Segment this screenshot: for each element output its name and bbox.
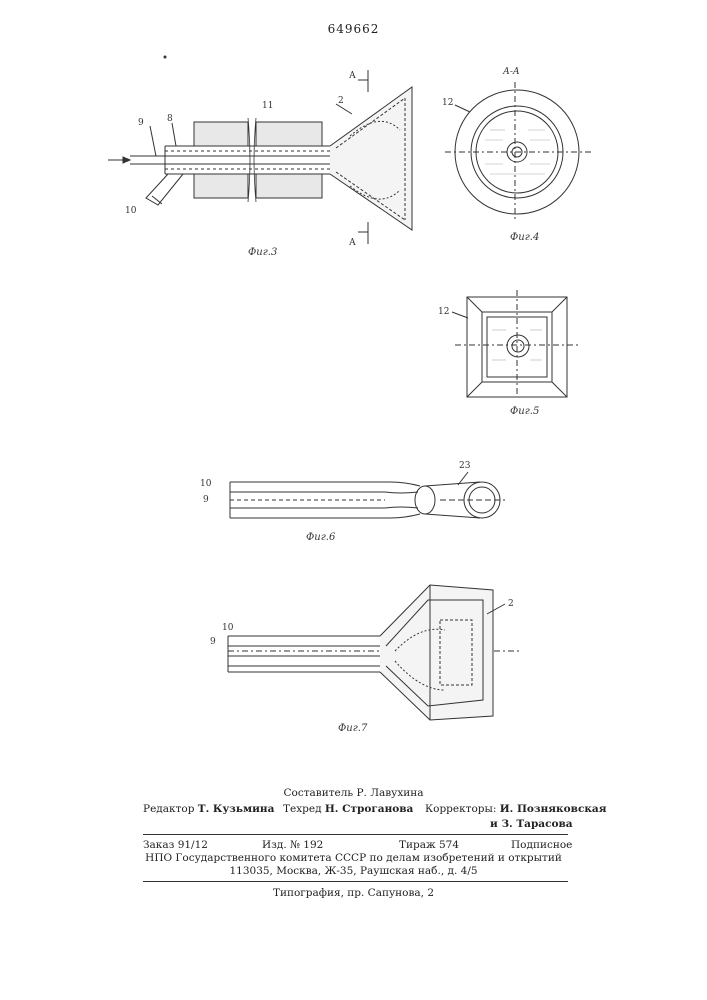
imprint-editor: Редактор Т. Кузьмина — [143, 804, 274, 815]
fig6-label-23: 23 — [459, 461, 471, 471]
figure-3: 9 8 10 11 2 А А Фиг.3 — [108, 70, 412, 258]
imprint-compiler: Составитель Р. Лавухина — [0, 788, 707, 799]
techred-name: Н. Строганова — [325, 803, 413, 815]
fig6-label-9: 9 — [203, 495, 209, 505]
figure-5: 12 Фиг.5 — [438, 290, 578, 417]
figure-6: 23 10 9 Фиг.6 — [200, 461, 505, 543]
corrector-1: И. Позняковская — [500, 803, 607, 815]
drawings: 9 8 10 11 2 А А Фиг.3 12 — [0, 0, 707, 760]
fig4-section-title: А-А — [502, 67, 520, 77]
imprint-rule-1 — [143, 834, 568, 835]
fig7-caption: Фиг.7 — [338, 723, 368, 734]
imprint-techred: Техред Н. Строганова — [283, 804, 413, 815]
techred-label: Техред — [283, 803, 322, 815]
fig3-section-a-bottom: А — [349, 238, 356, 248]
fig4-label-12: 12 — [442, 98, 453, 108]
speck — [164, 56, 167, 59]
fig7-label-2: 2 — [508, 599, 514, 609]
fig3-label-11: 11 — [262, 101, 273, 111]
fig3-label-2: 2 — [338, 96, 344, 106]
fig7-label-9: 9 — [210, 637, 216, 647]
imprint-typography: Типография, пр. Сапунова, 2 — [0, 888, 707, 899]
imprint-rule-2 — [143, 881, 568, 882]
fig3-section-a-top: А — [349, 71, 356, 81]
editor-name: Т. Кузьмина — [198, 803, 275, 815]
fig5-caption: Фиг.5 — [510, 406, 539, 417]
fig4-caption: Фиг.4 — [510, 232, 539, 243]
imprint-edition: Изд. № 192 — [262, 840, 323, 851]
fig3-label-10: 10 — [125, 206, 137, 216]
correctors-label: Корректоры: — [425, 803, 496, 815]
fig3-label-8: 8 — [167, 114, 173, 124]
editor-label: Редактор — [143, 803, 194, 815]
figure-4: 12 А-А Фиг.4 — [442, 67, 592, 243]
fig3-caption: Фиг.3 — [248, 247, 277, 258]
fig6-label-10: 10 — [200, 479, 212, 489]
imprint-print-run: Тираж 574 — [399, 840, 459, 851]
imprint-org: НПО Государственного комитета СССР по де… — [0, 853, 707, 864]
imprint-address: 113035, Москва, Ж-35, Раушская наб., д. … — [0, 866, 707, 877]
imprint-correctors: Корректоры: И. Позняковская — [425, 804, 606, 815]
fig6-caption: Фиг.6 — [306, 532, 336, 543]
corrector-2: и З. Тарасова — [490, 819, 573, 830]
figure-7: 2 10 9 Фиг.7 — [210, 585, 520, 734]
imprint-order: Заказ 91/12 — [143, 840, 208, 851]
imprint-subscription: Подписное — [511, 840, 572, 851]
fig7-label-10: 10 — [222, 623, 234, 633]
fig5-label-12: 12 — [438, 307, 449, 317]
fig3-label-9: 9 — [138, 118, 144, 128]
